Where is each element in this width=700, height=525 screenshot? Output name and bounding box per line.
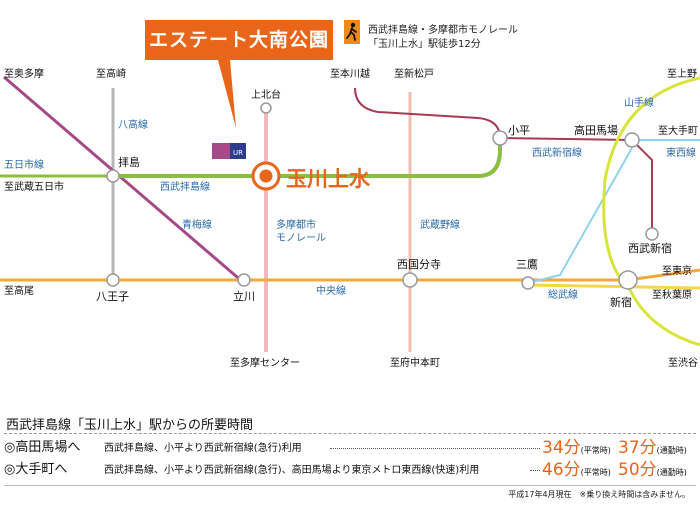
label-itsukaichi-line: 五日市線 <box>4 158 44 171</box>
label-nishikokubunji: 西国分寺 <box>397 258 441 271</box>
label-takadanobaba: 高田馬場 <box>574 123 618 137</box>
ome-line-path <box>3 75 245 285</box>
travel-row-otemachi: ◎大手町へ 西武拝島線、小平より西武新宿線(急行)、高田馬場より東京メトロ東西線… <box>0 458 700 480</box>
label-hachiko-line: 八高線 <box>118 118 148 131</box>
label-shinjuku: 新宿 <box>610 295 632 309</box>
label-takao: 至高尾 <box>4 284 34 297</box>
label-shinmatsudo: 至新松戸 <box>394 67 434 80</box>
sobu-connector-path <box>527 147 633 284</box>
label-seibushinjuku: 西武新宿 <box>628 241 672 255</box>
label-sobu-line: 総武線 <box>548 288 578 301</box>
travel-row-dest: ◎高田馬場へ <box>4 440 81 455</box>
label-seibu-shinjuku-line: 西武新宿線 <box>532 146 582 159</box>
travel-row-time-normal: 46分(平常時) <box>542 455 611 480</box>
label-musashino-line: 武蔵野線 <box>420 218 460 231</box>
station-hachioji <box>106 273 120 287</box>
label-ome-line: 青梅線 <box>182 218 212 231</box>
label-takasaki: 至高崎 <box>96 67 126 80</box>
travel-row-time-rush-value: 50分 <box>618 460 657 480</box>
station-kodaira <box>492 130 508 146</box>
seibu-haijima-line-path <box>113 138 502 178</box>
label-shibuya: 至渋谷 <box>668 356 698 369</box>
property-callout: エステート大南公園 <box>145 20 333 60</box>
label-ueno: 至上野 <box>667 68 697 80</box>
label-tachikawa: 立川 <box>233 289 255 303</box>
ur-icon-badge <box>230 143 246 159</box>
station-takadanobaba <box>624 132 640 148</box>
travel-row-time-rush-value: 37分 <box>618 438 657 458</box>
label-tokyo: 至東京 <box>662 264 692 277</box>
travel-row-desc: 西武拝島線、小平より西武新宿線(急行)利用 <box>104 443 302 454</box>
label-honkawagoe: 至本川越 <box>330 67 370 80</box>
footer-note: 平成17年4月現在 ※乗り換え時間は含みません。 <box>508 490 690 499</box>
travel-row-leader <box>530 470 540 471</box>
station-tachikawa <box>237 273 251 287</box>
travel-row-time-normal-note: (平常時) <box>580 446 611 455</box>
label-kamikitadai: 上北台 <box>251 88 281 101</box>
seibu-shinjuku-terminal-path <box>631 139 653 234</box>
walking-person-glyph <box>346 22 357 41</box>
travel-row-leader <box>330 448 540 449</box>
station-haijima <box>106 169 120 183</box>
label-monorail-line-1: 多摩都市 <box>276 218 316 231</box>
station-mitaka <box>521 276 535 290</box>
label-hachioji: 八王子 <box>96 290 129 303</box>
callout-pointer <box>218 60 236 128</box>
label-monorail-line-2: モノレール <box>276 233 326 244</box>
label-haijima: 拝島 <box>118 155 140 169</box>
travel-row-time-rush: 50分(通勤時) <box>618 455 687 480</box>
station-shinjuku <box>618 270 638 290</box>
label-chuo-line: 中央線 <box>316 284 346 297</box>
label-tamacenter: 至多摩センター <box>230 356 300 369</box>
label-monorail-line: 多摩都市 モノレール <box>276 218 326 244</box>
travel-row-takadanobaba: ◎高田馬場へ 西武拝島線、小平より西武新宿線(急行)利用 34分(平常時) 37… <box>0 436 700 458</box>
travel-row-time-rush-note: (通勤時) <box>656 446 687 455</box>
walk-info-line1: 西武拝島線・多摩都市モノレール <box>368 25 518 36</box>
label-okutama: 至奥多摩 <box>4 67 44 80</box>
travel-row-time-normal-value: 34分 <box>542 438 581 458</box>
label-tamagawajosui: 玉川上水 <box>286 167 371 191</box>
station-tamagawajosui-inner <box>259 169 273 183</box>
travel-time-divider <box>4 433 696 434</box>
station-nishikokubunji <box>402 272 418 288</box>
label-mitaka: 三鷹 <box>516 257 538 271</box>
travel-time-title: 西武拝島線「玉川上水」駅からの所要時間 <box>6 418 254 433</box>
station-seibushinjuku <box>645 227 659 241</box>
footer-divider <box>4 485 696 486</box>
chuo-line-east-path <box>627 268 700 282</box>
label-kodaira: 小平 <box>508 124 530 137</box>
label-tozai-line: 東西線 <box>666 146 696 159</box>
station-kamikitadai <box>260 102 272 114</box>
label-fuchuhonmachi: 至府中本町 <box>390 356 440 369</box>
yamanote-line-path <box>602 76 700 347</box>
ur-icon <box>212 143 230 159</box>
travel-row-time-rush: 37分(通勤時) <box>618 433 687 458</box>
walk-info-line2: 「玉川上水」駅徒歩12分 <box>368 39 481 50</box>
ur-icon-label: UR <box>233 149 243 157</box>
travel-row-time-normal-value: 46分 <box>542 460 581 480</box>
label-yamanote-line: 山手線 <box>624 96 654 109</box>
rail-map: UR 至奥多摩 至高崎 至本川越 至新松戸 上北台 至上野 至大手町 五日市線 … <box>0 60 700 369</box>
label-otemachi: 至大手町 <box>658 124 698 137</box>
sobu-line-path <box>527 283 700 290</box>
travel-row-dest: ◎大手町へ <box>4 462 68 477</box>
label-akihabara: 至秋葉原 <box>652 288 692 301</box>
travel-row-time-rush-note: (通勤時) <box>656 468 687 477</box>
travel-row-time-normal-note: (平常時) <box>580 468 611 477</box>
travel-row-desc: 西武拝島線、小平より西武新宿線(急行)、高田馬場より東京メトロ東西線(快速)利用 <box>104 465 480 476</box>
travel-time-panel: 西武拝島線「玉川上水」駅からの所要時間 ◎高田馬場へ 西武拝島線、小平より西武新… <box>0 400 700 525</box>
walking-person-icon <box>344 20 360 44</box>
label-musashi-itsukaichi: 至武蔵五日市 <box>4 180 64 193</box>
label-seibu-haijima-line: 西武拝島線 <box>160 180 210 193</box>
travel-row-time-normal: 34分(平常時) <box>542 433 611 458</box>
